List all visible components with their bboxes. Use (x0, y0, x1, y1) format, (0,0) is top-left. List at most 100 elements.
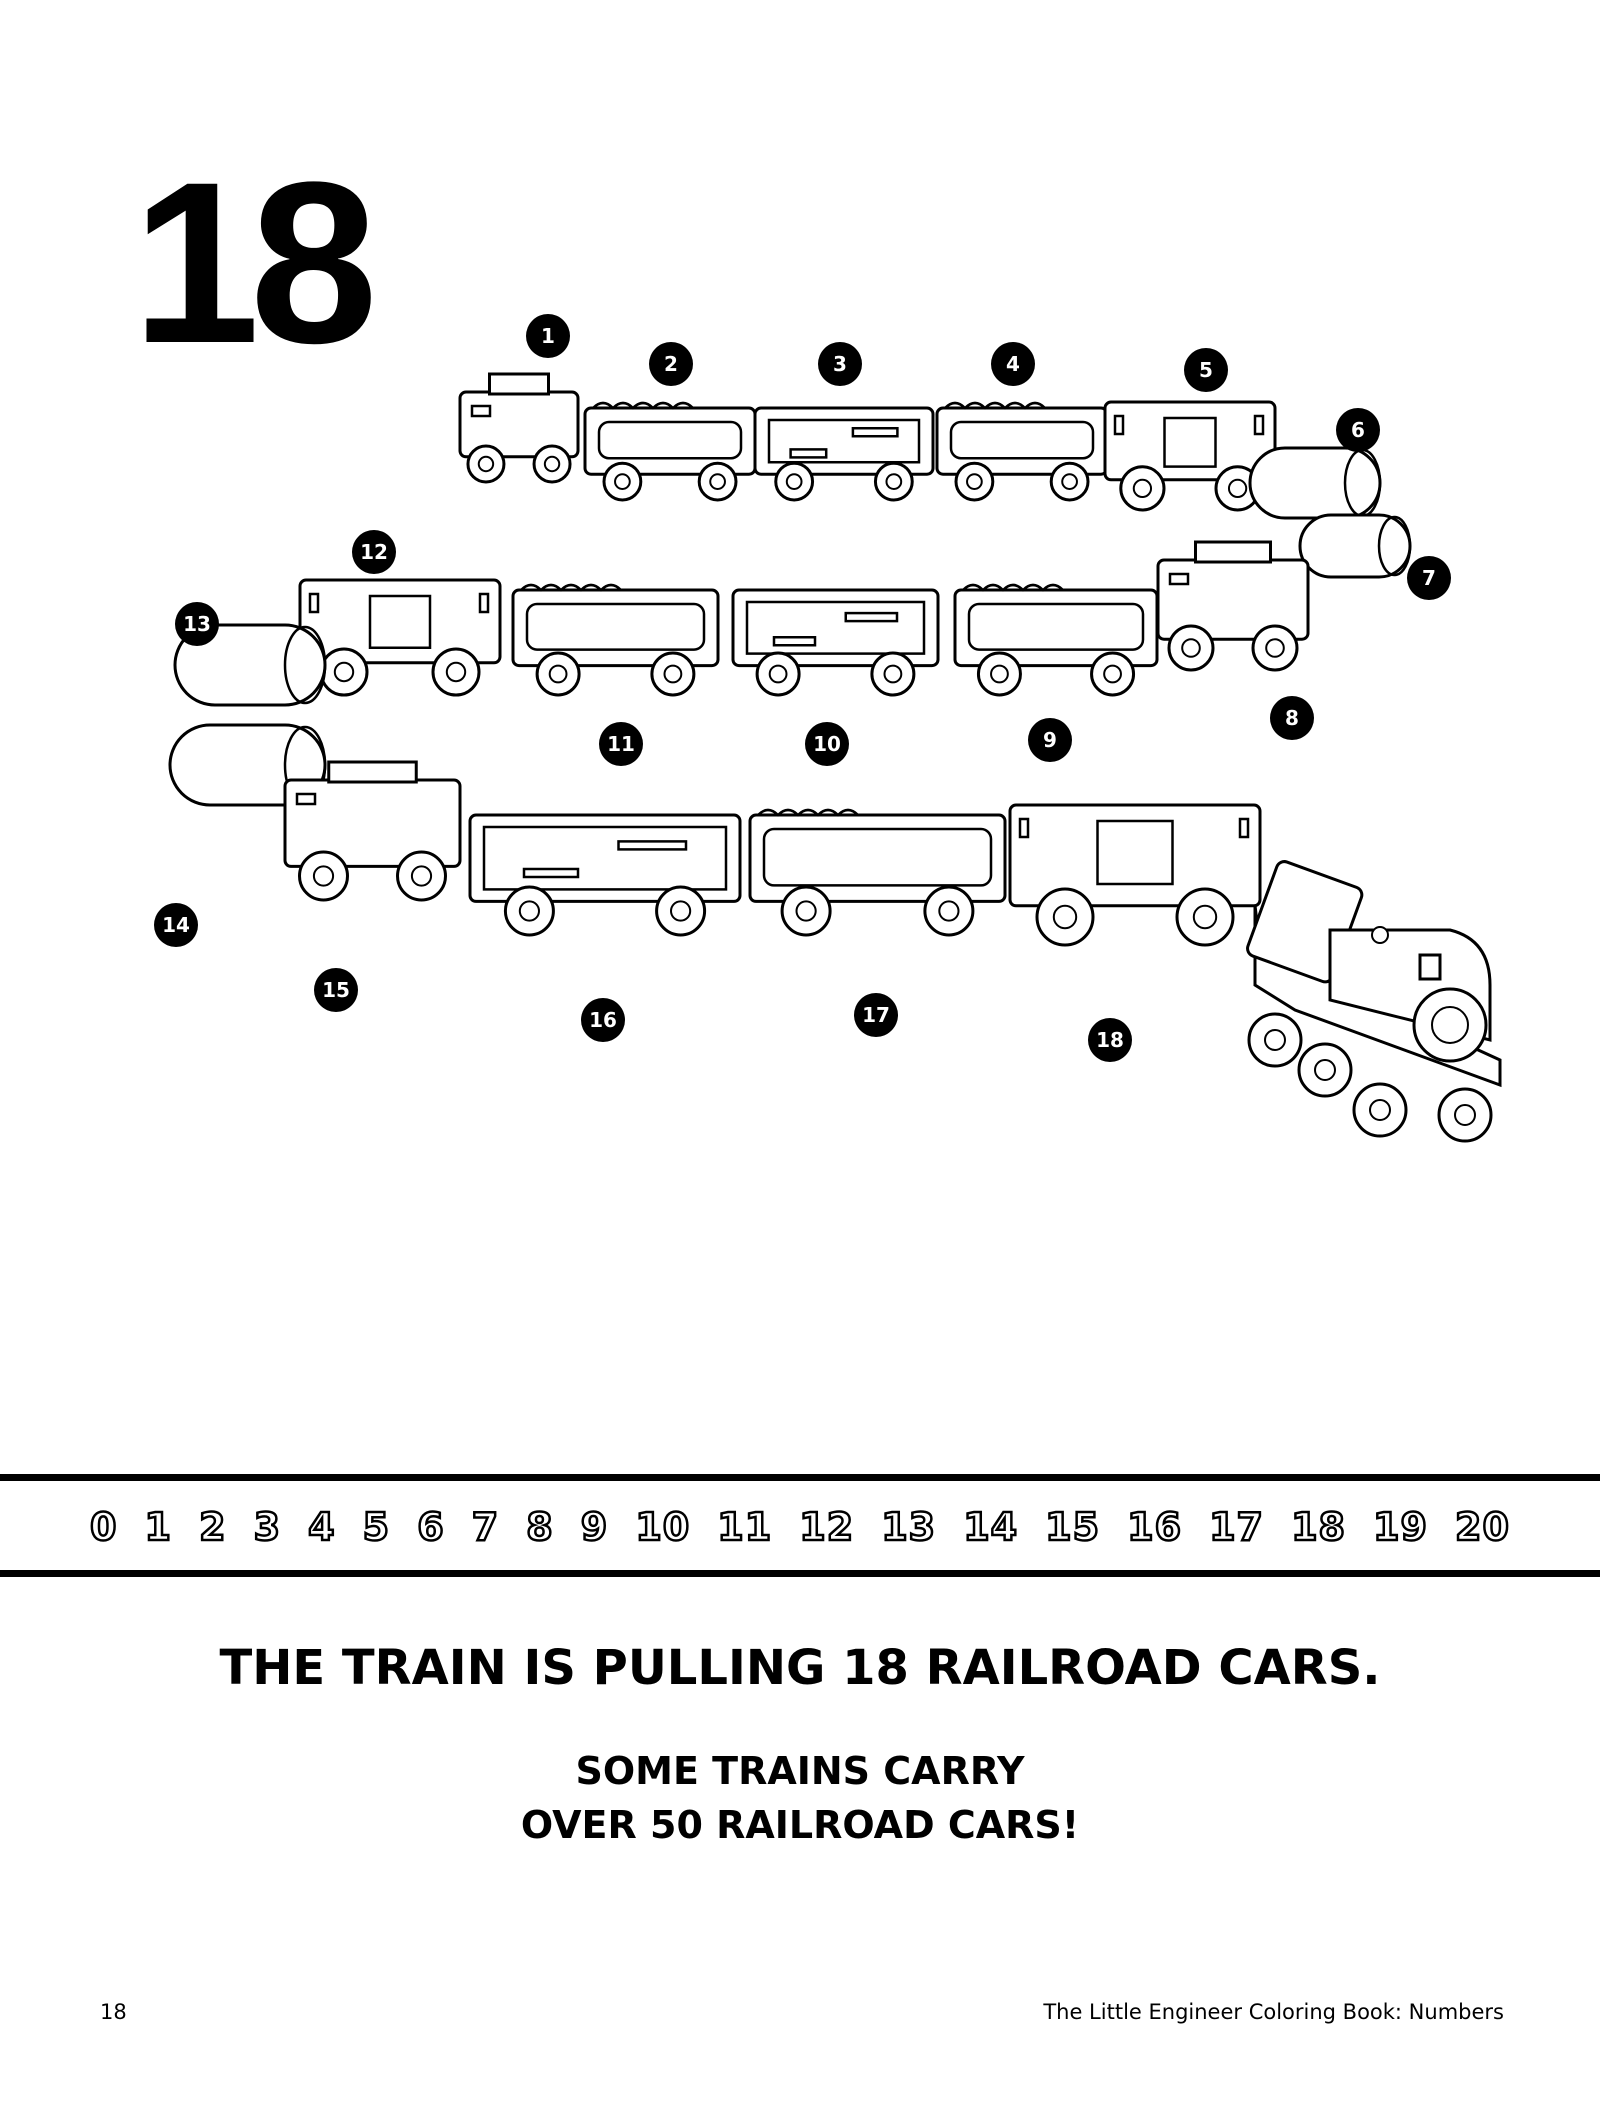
number-line-item: 19 (1372, 1505, 1428, 1549)
label-circle (599, 722, 643, 766)
label-circle (649, 342, 693, 386)
car-number-label: 7 (1407, 556, 1451, 600)
label-circle (1270, 696, 1314, 740)
car-number-label: 3 (818, 342, 862, 386)
footer-book-title: The Little Engineer Coloring Book: Numbe… (1043, 2000, 1504, 2024)
label-text: 18 (1096, 1028, 1124, 1052)
car-number-label: 10 (805, 722, 849, 766)
label-circle (818, 342, 862, 386)
label-text: 14 (162, 913, 190, 937)
top-rule (0, 1474, 1600, 1481)
number-line: 0 1 2 3 4 5 6 7 8 9 10 11 12 13 14 15 16… (89, 1505, 1510, 1549)
railroad-car-passenger (1103, 400, 1277, 512)
label-text: 8 (1285, 706, 1299, 730)
number-line-item: 10 (634, 1505, 691, 1549)
railroad-car-box (753, 406, 935, 502)
label-text: 9 (1043, 728, 1057, 752)
label-text: 4 (1006, 352, 1020, 376)
label-text: 7 (1422, 566, 1436, 590)
car-number-label: 14 (154, 903, 198, 947)
number-line-item: 18 (1290, 1505, 1346, 1549)
label-circle (1184, 348, 1228, 392)
bottom-rule (0, 1570, 1600, 1577)
car-number-label: 16 (581, 998, 625, 1042)
label-text: 1 (541, 324, 555, 348)
railroad-car-passenger (1008, 803, 1262, 947)
number-line-item: 20 (1454, 1505, 1510, 1549)
railroad-car-tank (1248, 446, 1382, 520)
number-line-item: 9 (580, 1505, 609, 1549)
number-line-item: 1 (143, 1505, 172, 1549)
railroad-car-caboose (1156, 540, 1310, 672)
car-number-label: 13 (175, 602, 219, 646)
sub-line-1: SOME TRAINS CARRY (575, 1749, 1025, 1793)
number-line-item: 3 (252, 1505, 282, 1549)
number-line-item: 13 (880, 1505, 937, 1549)
car-number-label: 5 (1184, 348, 1228, 392)
label-text: 3 (833, 352, 847, 376)
label-circle (805, 722, 849, 766)
label-circle (154, 903, 198, 947)
number-line-item: 5 (361, 1505, 391, 1549)
railroad-car-caboose (458, 372, 580, 484)
label-circle (1088, 1018, 1132, 1062)
car-number-label: 8 (1270, 696, 1314, 740)
number-line-item: 16 (1126, 1505, 1183, 1549)
label-circle (352, 530, 396, 574)
number-line-item: 14 (962, 1505, 1019, 1549)
page-number-large: 18 (132, 134, 378, 391)
railroad-car-coal (748, 808, 1007, 937)
sub-line-2: OVER 50 RAILROAD CARS! (520, 1803, 1080, 1847)
number-line-item: 6 (416, 1505, 445, 1549)
label-text: 5 (1199, 358, 1213, 382)
railroad-car-passenger (298, 578, 502, 697)
label-text: 13 (183, 612, 211, 636)
railroad-car-coal (953, 583, 1159, 697)
railroad-car-box (468, 813, 742, 937)
footer-page-number: 18 (100, 2000, 127, 2024)
label-circle (1028, 718, 1072, 762)
railroad-car-tank (1298, 513, 1412, 579)
number-line-item: 17 (1208, 1505, 1264, 1549)
number-line-item: 7 (470, 1505, 500, 1549)
number-line-item: 2 (198, 1505, 227, 1549)
car-number-label: 6 (1336, 408, 1380, 452)
railroad-car-coal (935, 401, 1109, 502)
label-text: 2 (664, 352, 678, 376)
railroad-car-coal (511, 583, 720, 697)
number-line-item: 4 (307, 1505, 336, 1549)
label-circle (526, 314, 570, 358)
number-line-item: 0 (89, 1505, 118, 1549)
railroad-car-coal (583, 401, 757, 502)
train-cars (168, 372, 1502, 1143)
railroad-car-box (731, 588, 940, 697)
car-number-label: 1 (526, 314, 570, 358)
car-number-label: 15 (314, 968, 358, 1012)
label-circle (854, 993, 898, 1037)
car-number-label: 11 (599, 722, 643, 766)
label-circle (581, 998, 625, 1042)
number-line-item: 12 (798, 1505, 855, 1549)
number-line-item: 8 (525, 1505, 554, 1549)
car-number-label: 18 (1088, 1018, 1132, 1062)
car-number-label: 4 (991, 342, 1035, 386)
label-circle (175, 602, 219, 646)
label-circle (991, 342, 1035, 386)
number-line-item: 11 (716, 1505, 773, 1549)
label-text: 17 (862, 1003, 890, 1027)
label-circle (1407, 556, 1451, 600)
label-text: 11 (607, 732, 635, 756)
label-text: 10 (813, 732, 841, 756)
label-text: 12 (360, 540, 388, 564)
label-circle (1336, 408, 1380, 452)
locomotive (1246, 860, 1502, 1143)
label-text: 15 (322, 978, 350, 1002)
label-circle (314, 968, 358, 1012)
number-line-item: 15 (1044, 1505, 1101, 1549)
car-number-label: 17 (854, 993, 898, 1037)
railroad-car-caboose (283, 760, 462, 902)
car-number-label: 12 (352, 530, 396, 574)
label-text: 16 (589, 1008, 617, 1032)
